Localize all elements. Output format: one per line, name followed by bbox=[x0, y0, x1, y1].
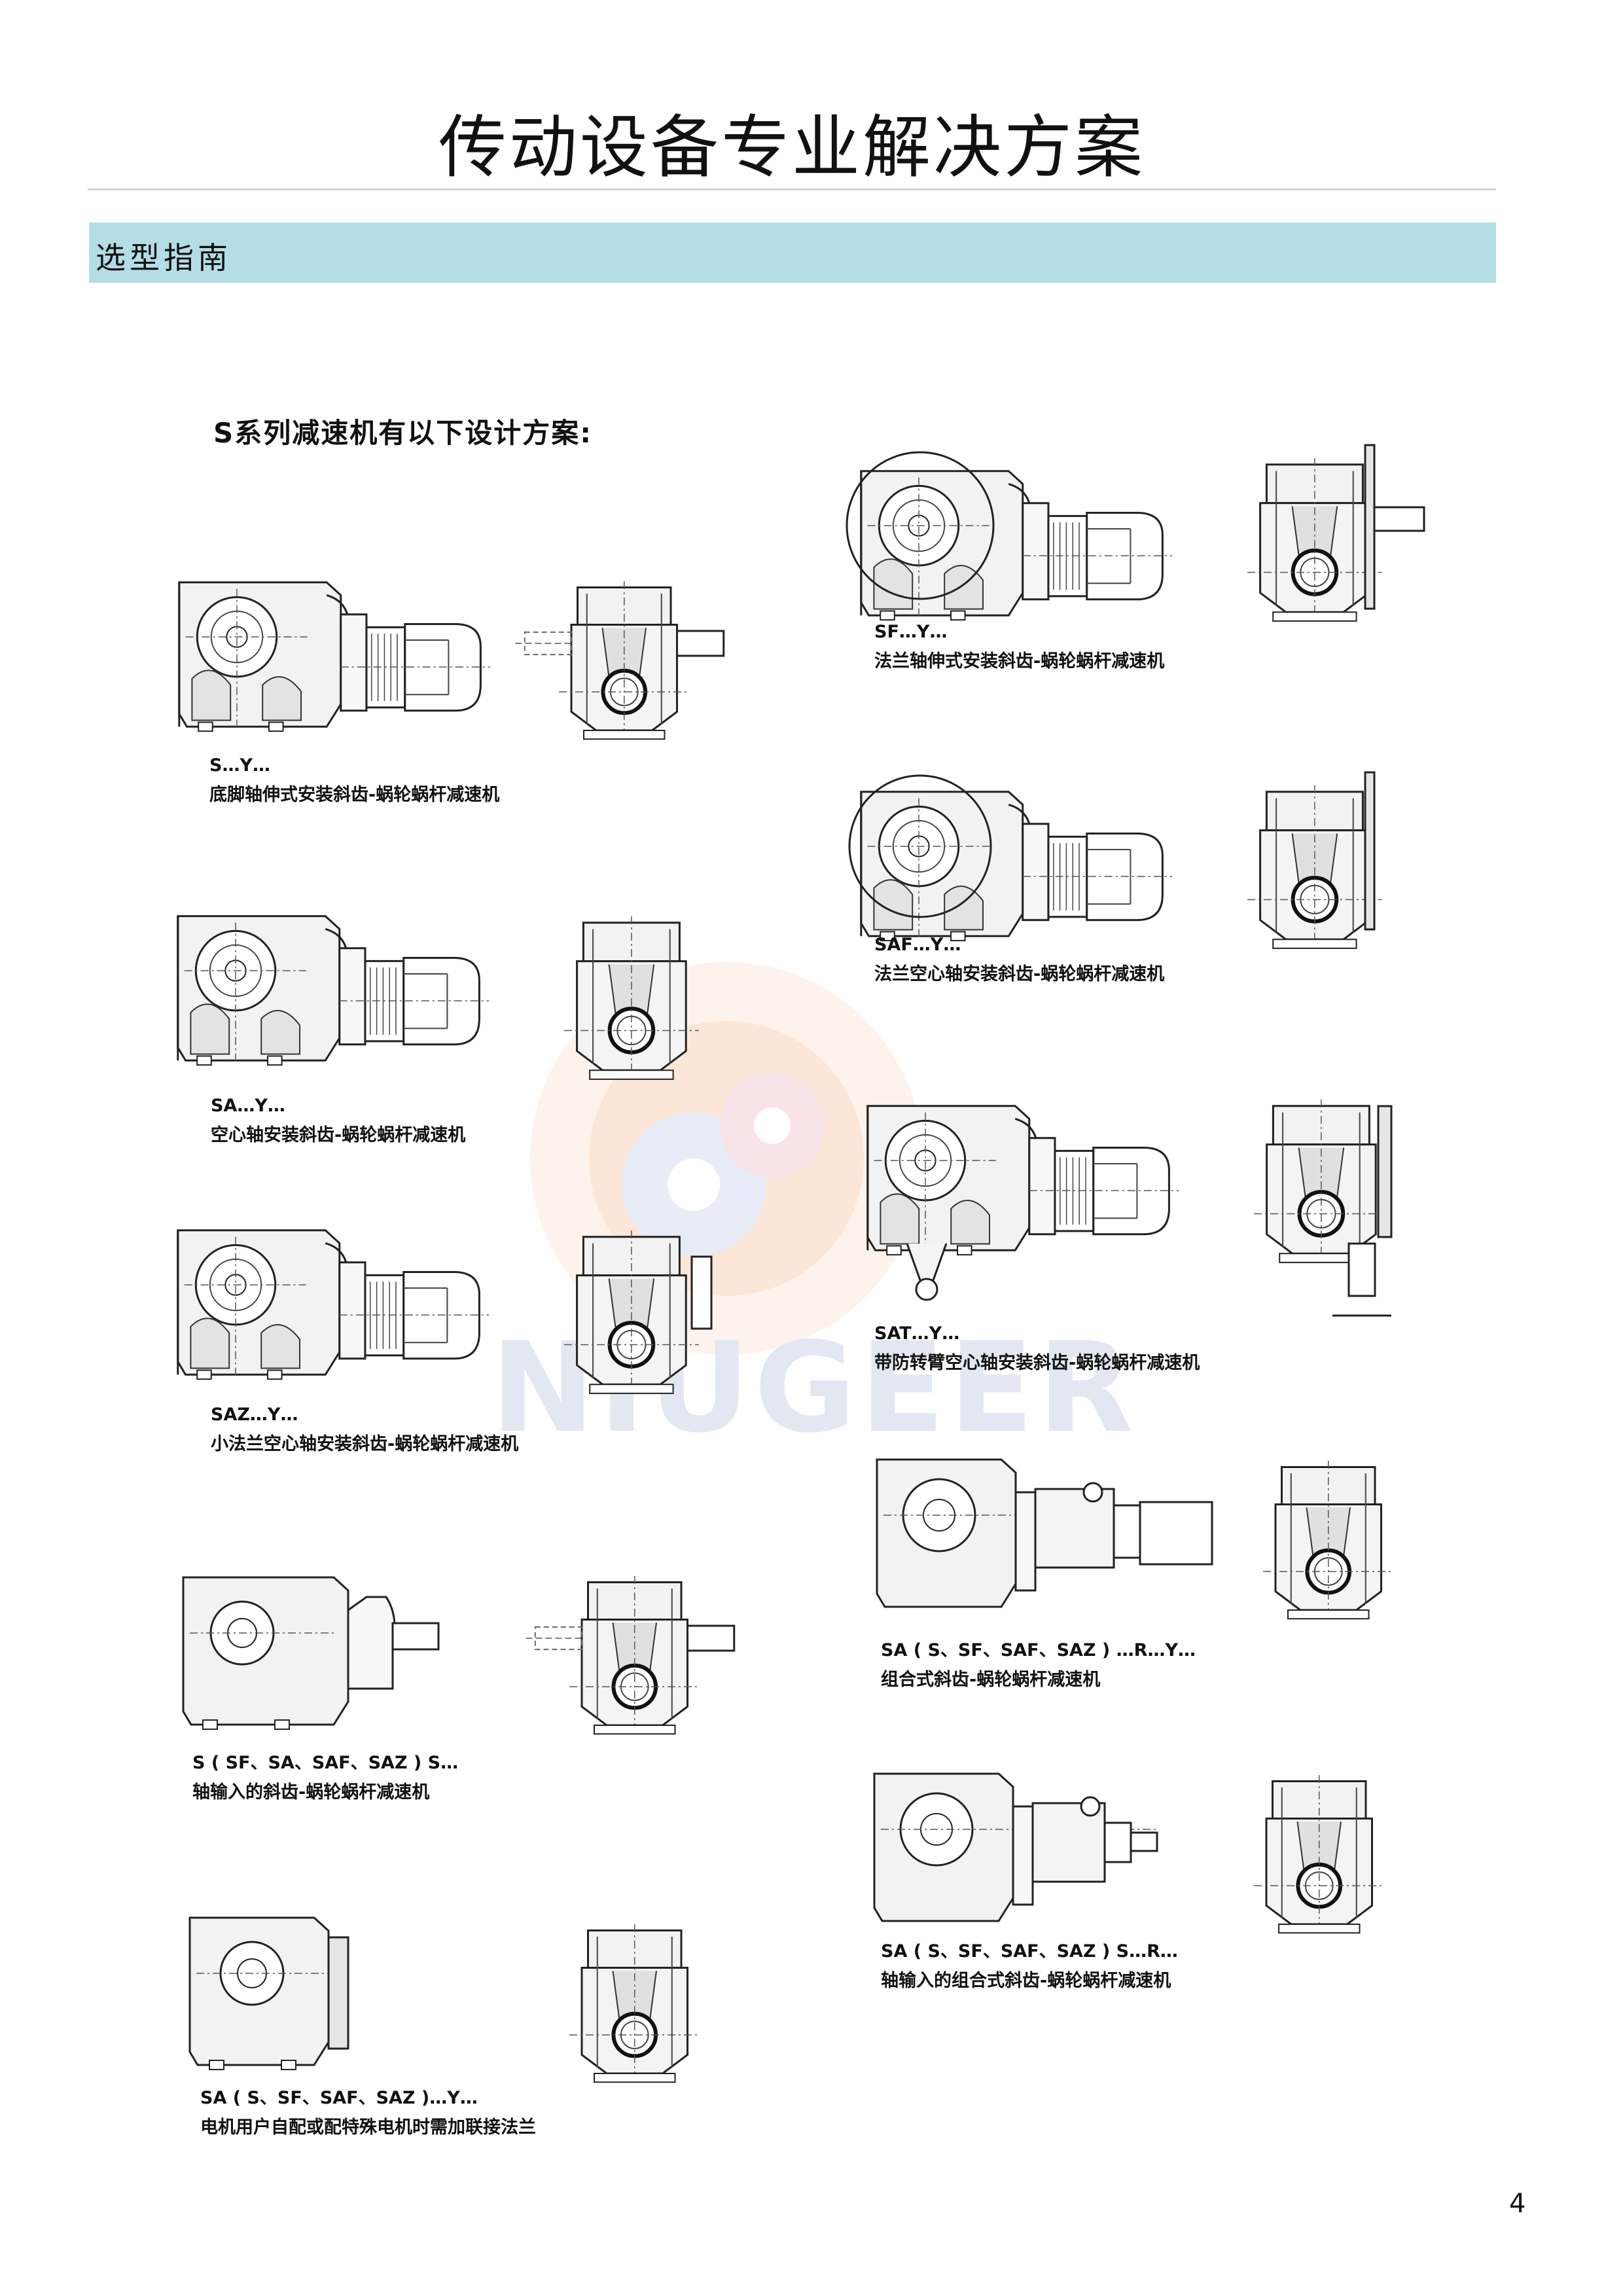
sa-r-y-drawing bbox=[870, 1453, 1446, 1623]
page-title: 传动设备专业解决方案 bbox=[438, 107, 1145, 187]
section-header: 选型指南 bbox=[89, 223, 1496, 283]
code-label: SA ( S、SF、SAF、SAZ )…Y… bbox=[200, 2088, 478, 2108]
caption-saz-y: SAZ…Y… 小法兰空心轴安装斜齿-蜗轮蜗杆减速机 bbox=[211, 1401, 518, 1459]
code-label: S ( SF、SA、SAF、SAZ ) S… bbox=[192, 1753, 459, 1773]
code-label: SAT…Y… bbox=[874, 1323, 960, 1344]
design-sa-r-y bbox=[870, 1453, 1446, 1623]
caption-sa-flange: SA ( S、SF、SAF、SAZ )…Y… 电机用户自配或配特殊电机时需加联接… bbox=[200, 2084, 536, 2142]
title-divider bbox=[88, 188, 1496, 190]
caption-sa-s-r: SA ( S、SF、SAF、SAZ ) S…R… 轴输入的组合式斜齿-蜗轮蜗杆减… bbox=[881, 1937, 1178, 1996]
desc-label: 小法兰空心轴安装斜齿-蜗轮蜗杆减速机 bbox=[211, 1433, 519, 1454]
saz-y-drawing bbox=[177, 1224, 708, 1394]
sf-y-drawing bbox=[855, 445, 1444, 615]
caption-s-y: S…Y… 底脚轴伸式安装斜齿-蜗轮蜗杆减速机 bbox=[209, 751, 499, 810]
desc-label: 法兰轴伸式安装斜齿-蜗轮蜗杆减速机 bbox=[874, 651, 1165, 672]
caption-saf-y: SAF…Y… 法兰空心轴安装斜齿-蜗轮蜗杆减速机 bbox=[874, 931, 1164, 989]
design-sa-flange bbox=[183, 1911, 707, 2088]
design-sa-s-r bbox=[868, 1767, 1444, 1937]
sa-y-drawing bbox=[177, 910, 708, 1080]
desc-label: 底脚轴伸式安装斜齿-蜗轮蜗杆减速机 bbox=[209, 784, 500, 805]
design-sa-y bbox=[171, 910, 708, 1080]
desc-label: 组合式斜齿-蜗轮蜗杆减速机 bbox=[881, 1669, 1101, 1690]
desc-label: 法兰空心轴安装斜齿-蜗轮蜗杆减速机 bbox=[874, 963, 1165, 984]
caption-sa-y: SA…Y… 空心轴安装斜齿-蜗轮蜗杆减速机 bbox=[211, 1092, 465, 1150]
code-label: SA ( S、SF、SAF、SAZ ) …R…Y… bbox=[881, 1640, 1196, 1660]
design-sat-y bbox=[861, 1093, 1437, 1329]
code-label: SA…Y… bbox=[211, 1096, 285, 1116]
s-shaft-input-drawing bbox=[177, 1571, 726, 1741]
caption-sf-y: SF…Y… 法兰轴伸式安装斜齿-蜗轮蜗杆减速机 bbox=[874, 618, 1164, 676]
design-sf-y bbox=[855, 445, 1444, 615]
code-label: SAF…Y… bbox=[874, 935, 961, 955]
saf-y-drawing bbox=[855, 772, 1431, 942]
page-number: 4 bbox=[1509, 2189, 1526, 2219]
desc-label: 轴输入的组合式斜齿-蜗轮蜗杆减速机 bbox=[881, 1970, 1171, 1991]
sa-flange-drawing bbox=[183, 1911, 707, 2088]
desc-label: 轴输入的斜齿-蜗轮蜗杆减速机 bbox=[192, 1782, 430, 1803]
design-saz-y bbox=[171, 1224, 708, 1394]
section-label: 选型指南 bbox=[96, 240, 232, 276]
code-label: SAZ…Y… bbox=[211, 1405, 298, 1425]
intro-text: S系列减速机有以下设计方案: bbox=[213, 417, 593, 449]
caption-sa-r-y: SA ( S、SF、SAF、SAZ ) …R…Y… 组合式斜齿-蜗轮蜗杆减速机 bbox=[881, 1636, 1196, 1695]
desc-label: 电机用户自配或配特殊电机时需加联接法兰 bbox=[200, 2117, 536, 2138]
desc-label: 带防转臂空心轴安装斜齿-蜗轮蜗杆减速机 bbox=[874, 1352, 1200, 1373]
caption-sat-y: SAT…Y… 带防转臂空心轴安装斜齿-蜗轮蜗杆减速机 bbox=[874, 1319, 1200, 1378]
code-label: SA ( S、SF、SAF、SAZ ) S…R… bbox=[881, 1941, 1178, 1962]
caption-s-shaft-input: S ( SF、SA、SAF、SAZ ) S… 轴输入的斜齿-蜗轮蜗杆减速机 bbox=[192, 1749, 458, 1807]
code-label: SF…Y… bbox=[874, 622, 948, 642]
code-label: S…Y… bbox=[209, 755, 270, 776]
design-saf-y bbox=[855, 772, 1431, 942]
design-s-shaft-input bbox=[177, 1571, 726, 1741]
sa-s-r-drawing bbox=[868, 1767, 1444, 1937]
sat-y-drawing bbox=[866, 1093, 1437, 1329]
desc-label: 空心轴安装斜齿-蜗轮蜗杆减速机 bbox=[211, 1124, 466, 1145]
s-y-drawing bbox=[178, 576, 722, 746]
